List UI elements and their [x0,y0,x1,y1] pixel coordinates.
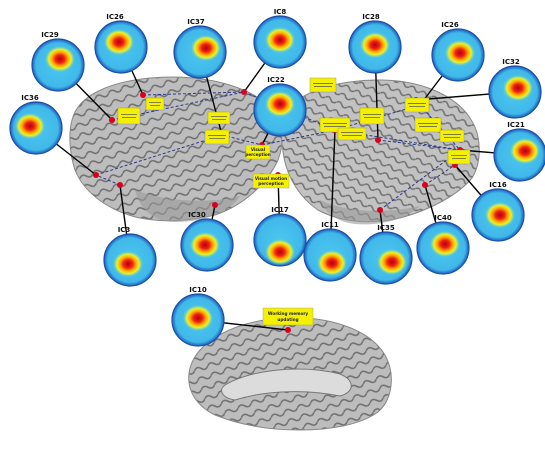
ic-map-ic40: IC40 [417,214,469,274]
hotspot [265,27,295,53]
function-tag-9 [415,118,441,132]
ic-label: IC29 [41,31,59,39]
hotspot [265,239,295,265]
source-dot-4 [375,137,381,143]
function-tag-10 [448,150,470,164]
function-tag-4 [310,78,336,92]
ic-label: IC10 [189,286,207,294]
ic-label: IC17 [271,206,289,214]
hotspot [503,75,533,101]
ic-label: IC22 [267,76,285,84]
hotspot [445,40,475,66]
ic-map-ic26: IC26 [432,21,484,81]
ic-map-ic37: IC37 [174,18,226,78]
source-dot-10 [117,182,123,188]
function-tag-8 [405,98,429,112]
source-dot-15 [422,182,428,188]
hotspot [190,232,220,258]
note-working-memory-updating: Working memory updating [263,308,313,325]
ic-label: IC28 [362,13,380,21]
hotspot [183,305,213,331]
ic-map-ic29: IC29 [32,31,84,91]
ic-map-ic16: IC16 [472,181,524,241]
function-tag-1 [146,98,164,110]
ic-label: IC8 [274,8,287,16]
ic-label: IC21 [507,121,525,129]
hotspot [510,138,540,164]
ic-map-ic36: IC36 [10,94,62,154]
function-tag-3 [208,112,230,124]
hotspot [15,113,45,139]
ic-label: IC37 [187,18,205,26]
ic-map-ic21: IC21 [494,121,545,181]
hotspot [430,231,460,257]
ic-label: IC35 [377,224,395,232]
function-tag-6 [338,128,366,140]
ic-label: IC30 [188,211,206,219]
source-dot-1 [140,92,146,98]
note-visual-perception: Visual perception [245,145,271,159]
source-dot-0 [109,117,115,123]
function-tag-2 [205,130,229,144]
ic-map-ic10: IC10 [172,286,224,346]
ic-map-ic11: IC11 [304,221,356,281]
ic-map-ic22: IC22 [254,76,306,136]
source-dot-11 [212,202,218,208]
hotspot [113,251,143,277]
ic-label: IC26 [106,13,124,21]
source-dot-3 [241,89,247,95]
hotspot [265,91,295,117]
function-tag-7 [360,108,384,124]
note-working-memory-line1: Working memory [268,311,309,316]
source-dot-14 [377,207,383,213]
source-dot-7 [93,172,99,178]
hotspot [485,202,515,228]
ic-label: IC16 [489,181,507,189]
hotspot [360,32,390,58]
ic-label: IC11 [321,221,339,229]
ic-label: IC26 [441,21,459,29]
note-visual-perception-line2: perception [245,152,271,157]
hotspot [317,250,347,276]
source-dot-17 [285,327,291,333]
note-visual-motion-perception: Visual motion perception [253,174,289,188]
ic-map-ic3: IC3 [104,226,156,286]
ic-label: IC32 [502,58,520,66]
hotspot [45,46,75,72]
ic-map-ic32: IC32 [489,58,541,118]
hotspot [104,29,134,55]
note-visual-motion-line2: perception [258,181,284,186]
function-tag-0 [118,108,140,124]
ic-map-ic26: IC26 [95,13,147,73]
ic-label: IC3 [118,226,131,234]
ic-map-ic28: IC28 [349,13,401,73]
hotspot [191,35,221,61]
note-working-memory-line2: updating [277,317,298,322]
ic-map-ic8: IC8 [254,8,306,68]
function-tag-11 [440,130,464,142]
ic-label: IC40 [434,214,452,222]
hotspot [377,249,407,275]
ic-label: IC36 [21,94,39,102]
ic-map-ic17: IC17 [254,206,306,266]
ic-map-ic35: IC35 [360,224,412,284]
